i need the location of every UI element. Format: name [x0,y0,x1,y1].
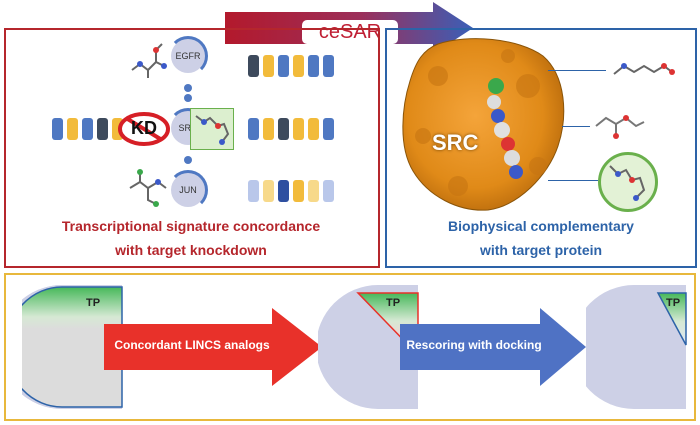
concordant-label: Concordant LINCS analogs [114,338,270,352]
docking-label: Rescoring with docking [406,338,542,352]
knockdown-label: KD [131,118,157,138]
signature-bar [263,118,274,140]
signature-bar [263,55,274,77]
signature-bar [82,118,93,140]
signature-bar [308,55,319,77]
docking-arrow [400,308,586,386]
signature-bar [248,55,259,77]
biophysical-panel [385,28,697,268]
molecule-icon-src [195,115,230,145]
signature-bar [278,55,289,77]
workflow-panel [4,273,696,421]
leader-line [548,70,606,71]
caption-line: with target knockdown [115,242,267,258]
signature-bar [278,180,289,202]
leader-line [562,126,590,127]
connector-dot [184,156,192,164]
tp-label: TP [386,297,401,309]
tp-label: TP [666,297,681,309]
transcriptional-panel [4,28,380,268]
signature-bar [293,55,304,77]
cesar-title: ceSAR [302,20,398,44]
signature-bar [112,118,123,140]
signature-bar [67,118,78,140]
signature-bar [97,118,108,140]
protein-surface [402,38,565,211]
signature-bar [248,180,259,202]
connector-dot [184,94,192,102]
egfr-arc [168,36,208,76]
signature-bar [278,118,289,140]
signature-bar [308,180,319,202]
caption-line: Transcriptional signature concordance [61,218,321,234]
biophysical-caption: Biophysical complementary with target pr… [388,214,694,262]
compound-space-docked [586,285,687,409]
molecule-icon-jun [129,169,167,207]
signature-bar [293,180,304,202]
molecule-icon-egfr [131,43,167,78]
caption-line: with target protein [479,242,603,258]
transcriptional-caption: Transcriptional signature concordance wi… [10,214,372,262]
protein-label: SRC [432,130,479,155]
docked-highlight-circle [598,152,658,212]
docked-molecule-1 [613,63,675,75]
signature-bar [52,118,63,140]
tp-label: TP [86,297,101,309]
signature-bar [323,55,334,77]
signature-bar [293,118,304,140]
docked-molecule-3 [609,165,646,201]
connector-dot [184,84,192,92]
gene-node-jun: JUN [171,173,205,207]
compound-space-full [22,285,123,409]
knockdown-icon [118,112,170,146]
signature-bar [263,180,274,202]
signature-bar [323,118,334,140]
jun-arc [168,170,208,210]
leader-line [548,180,598,181]
concordant-arrow [104,308,322,386]
caption-line: Biophysical complementary [448,218,634,234]
signature-bar [323,180,334,202]
signature-bar [308,118,319,140]
gene-node-egfr: EGFR [171,39,205,73]
docked-molecule-2 [595,115,645,139]
signature-bar [248,118,259,140]
